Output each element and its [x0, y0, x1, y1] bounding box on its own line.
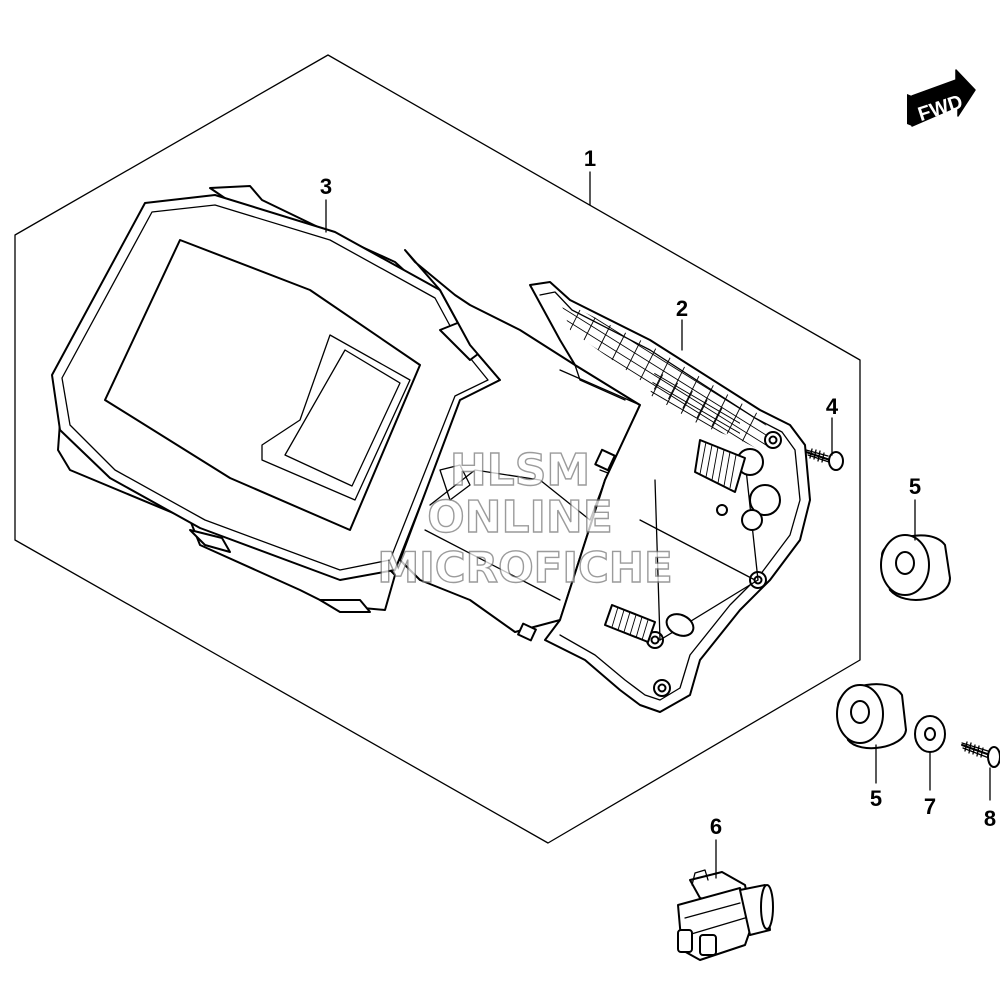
part-4-screw[interactable] — [805, 448, 844, 471]
callout-5-upper: 5 — [909, 474, 921, 499]
case-connector-upper — [694, 439, 746, 493]
fwd-arrow-icon: FWD — [907, 69, 976, 127]
part-2-rear-case[interactable] — [399, 249, 811, 713]
watermark-line2: ONLINE — [427, 492, 613, 543]
callout-2: 2 — [676, 296, 688, 321]
leader-lines — [325, 171, 991, 879]
part-7-washer[interactable] — [914, 715, 946, 753]
watermark-line3: MICROFICHE — [377, 543, 672, 592]
part-6-connector[interactable] — [677, 869, 774, 961]
callout-1: 1 — [584, 146, 596, 171]
callout-6: 6 — [710, 814, 722, 839]
callout-8: 8 — [984, 806, 996, 831]
callout-3: 3 — [320, 174, 332, 199]
part-8-screw[interactable] — [961, 741, 1000, 768]
callout-5-lower: 5 — [870, 786, 882, 811]
callout-4: 4 — [826, 394, 839, 419]
assembly-boundary — [14, 54, 861, 844]
callout-7: 7 — [924, 794, 936, 819]
part-5-grommet-upper[interactable] — [880, 534, 951, 601]
case-connector-lower — [604, 604, 656, 643]
watermark-line1: HLSM — [450, 445, 590, 496]
part-3-bezel[interactable] — [51, 185, 501, 613]
callouts: 1 2 3 4 5 5 6 7 8 — [320, 146, 996, 839]
watermark: HLSM ONLINE MICROFICHE — [377, 444, 674, 592]
part-5-grommet-lower[interactable] — [836, 683, 907, 750]
